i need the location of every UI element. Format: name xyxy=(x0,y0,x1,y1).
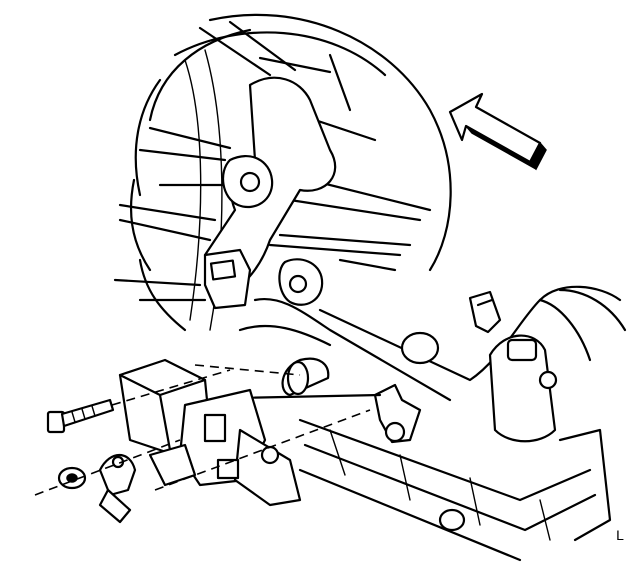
mount-pad xyxy=(203,248,252,310)
selector-linkage xyxy=(233,357,422,444)
alignment-lines xyxy=(34,364,371,496)
pan-drain-bolt xyxy=(438,508,466,532)
shaft-lever xyxy=(98,453,137,524)
case-plug xyxy=(400,331,440,365)
torque-converter xyxy=(113,13,452,332)
bolt-boss-upper xyxy=(239,171,261,193)
park-neutral-switch xyxy=(118,358,302,507)
bolt-boss-lower xyxy=(288,274,308,294)
corner-label: L xyxy=(616,527,624,543)
transmission-case xyxy=(298,285,627,562)
bellhousing-casting xyxy=(203,76,452,402)
direction-arrow xyxy=(448,92,547,171)
retainer-clip xyxy=(468,290,502,334)
mounting-bolt xyxy=(46,398,115,434)
switch-bracket xyxy=(233,428,302,507)
